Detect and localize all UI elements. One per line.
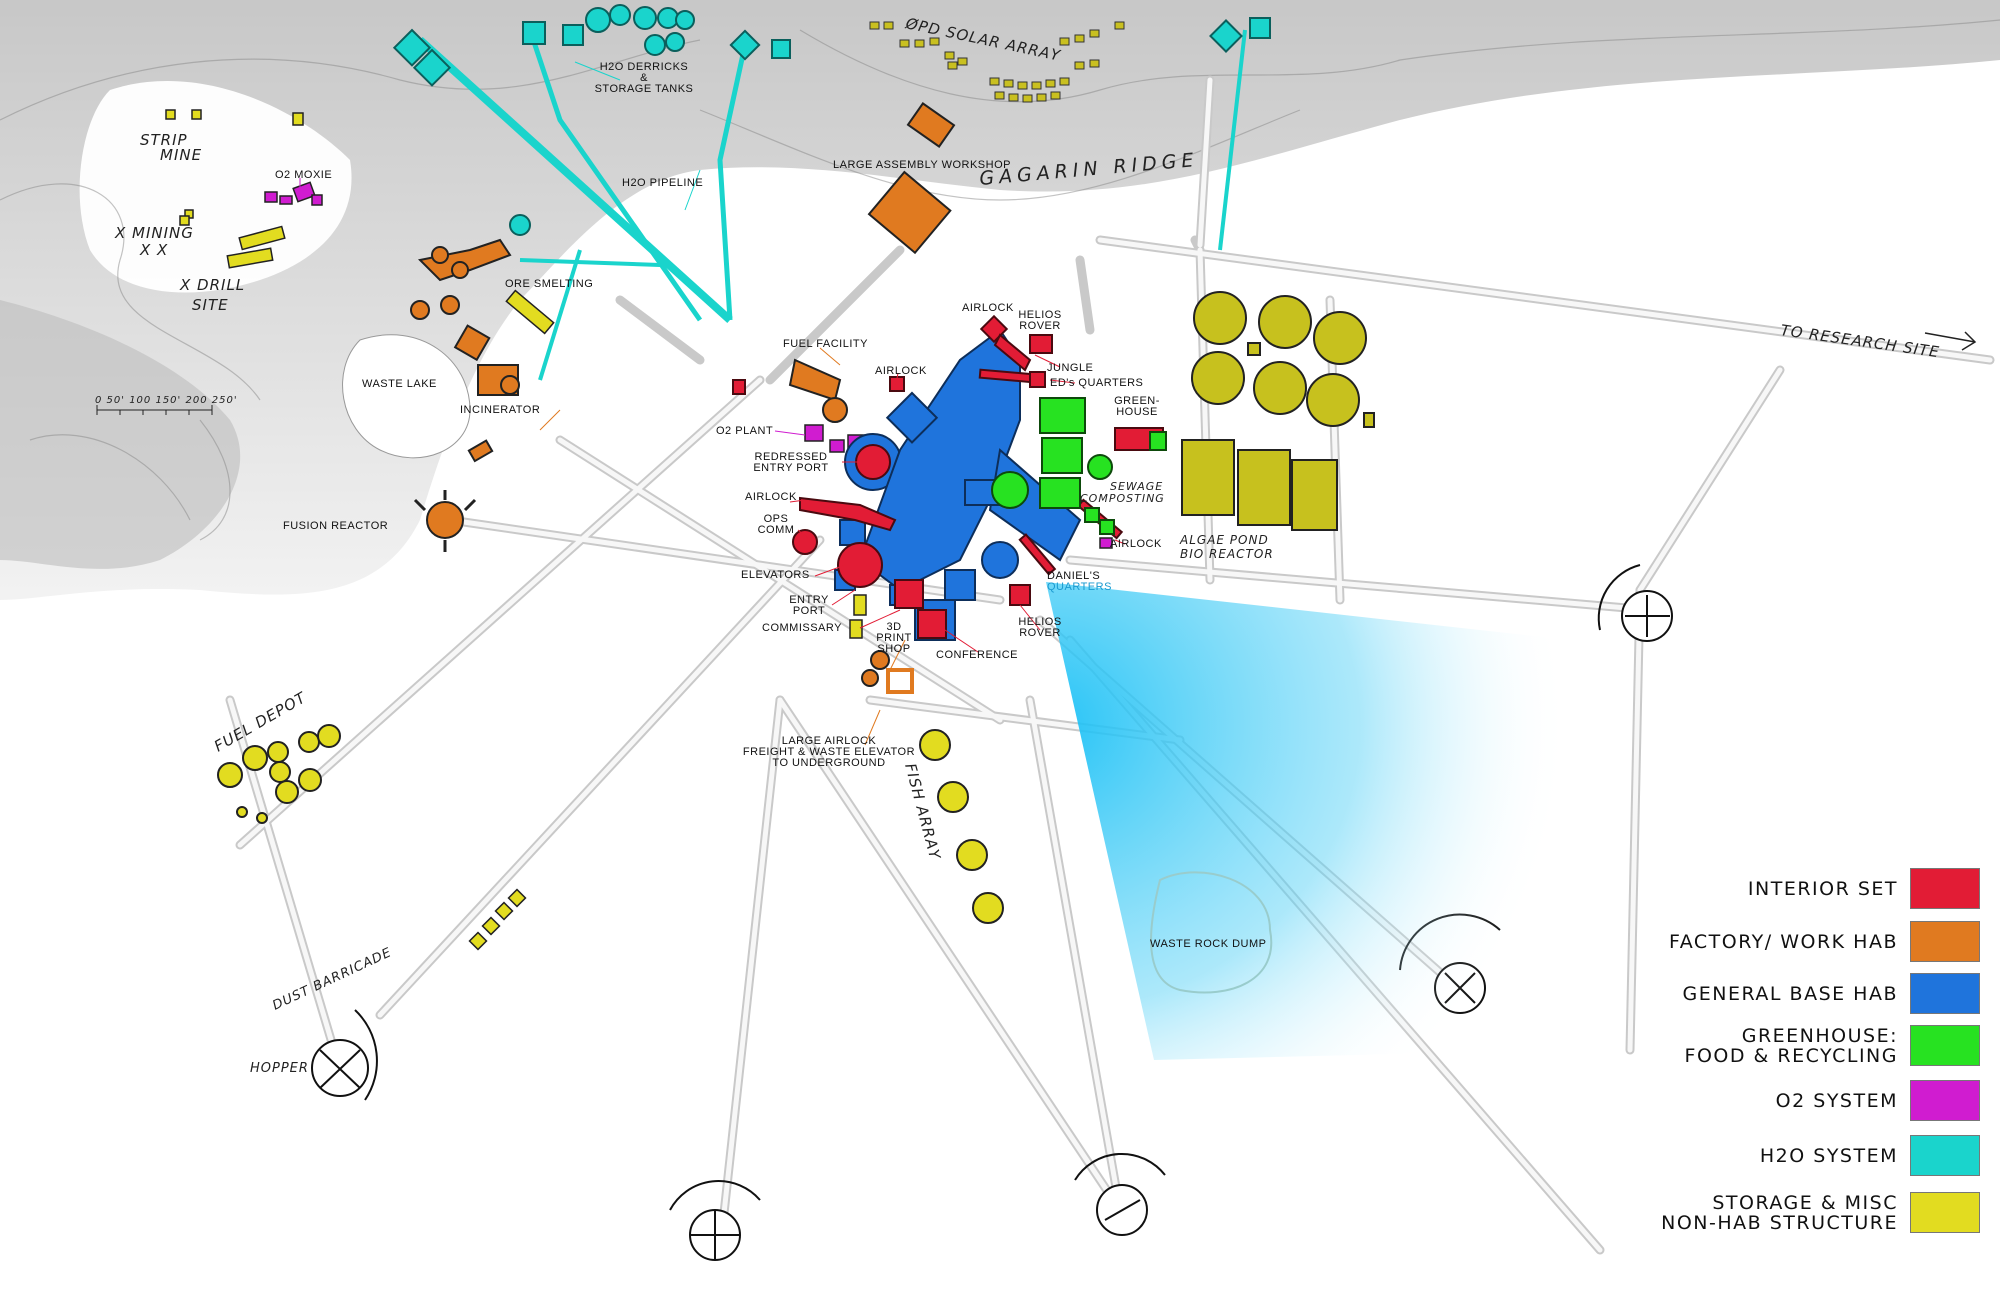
hopper-icon — [311, 1009, 378, 1101]
solar-array — [869, 21, 1125, 103]
legend-label: O2 SYSTEM — [1776, 1091, 1898, 1111]
legend-label-line: INTERIOR SET — [1747, 877, 1898, 900]
legend-label: FACTORY/ WORK HAB — [1669, 932, 1898, 952]
legend-item: FACTORY/ WORK HAB — [1669, 921, 1980, 962]
legend-item: GREENHOUSE:FOOD & RECYCLING — [1685, 1025, 1980, 1066]
legend-label-line: STORAGE & MISC — [1712, 1191, 1898, 1214]
label-h2o-derricks: H2O DERRICKS&STORAGE TANKS — [595, 61, 694, 95]
landing-pad-icon — [669, 1180, 761, 1261]
label-conference: CONFERENCE — [936, 649, 1018, 661]
legend-label: GENERAL BASE HAB — [1683, 984, 1898, 1004]
legend-swatch — [1910, 1135, 1980, 1176]
label-o2-plant: O2 PLANT — [716, 425, 773, 437]
legend-label: H2O SYSTEM — [1760, 1146, 1898, 1166]
waste-rock-dump-area — [1150, 871, 1273, 994]
landing-pad-icon — [1597, 564, 1673, 642]
svg-text:0 50' 100 150' 200 250': 0 50' 100 150' 200 250' — [95, 395, 238, 406]
label-eds-quarters: ED's QUARTERS — [1050, 377, 1143, 389]
legend-item: GENERAL BASE HAB — [1683, 973, 1980, 1014]
label-large-assembly-workshop: LARGE ASSEMBLY WORKSHOP — [833, 159, 1011, 171]
label-airlock-right: AIRLOCK — [1110, 538, 1162, 550]
label-hopper: HOPPER — [250, 1061, 309, 1076]
label-jungle: JUNGLE — [1047, 362, 1093, 374]
label-dust-barricade: DUST BARRICADE — [270, 945, 394, 1013]
label-commissary: COMMISSARY — [762, 622, 842, 634]
label-incinerator: INCINERATOR — [460, 404, 540, 416]
legend-label-line: H2O SYSTEM — [1759, 1144, 1898, 1167]
label-fuel-facility: FUEL FACILITY — [783, 338, 868, 350]
legend-swatch — [1910, 1192, 1980, 1233]
label-h2o-pipeline: H2O PIPELINE — [622, 177, 703, 189]
h2o-system — [392, 4, 1271, 381]
label-o2-moxie: O2 MOXIE — [275, 169, 332, 181]
terrain — [0, 0, 2000, 600]
label-airlock-fuel: AIRLOCK — [875, 365, 927, 377]
legend-swatch — [1910, 921, 1980, 962]
label-fish-array: FISH ARRAY — [901, 761, 944, 862]
legend-swatch — [1910, 868, 1980, 909]
legend-label-line: NON-HAB STRUCTURE — [1661, 1211, 1898, 1234]
label-fuel-depot: FUEL DEPOT — [211, 688, 310, 756]
landing-pad-icon — [1074, 1153, 1166, 1236]
label-ore-smelting: ORE SMELTING — [505, 278, 593, 290]
legend-item: O2 SYSTEM — [1776, 1080, 1980, 1121]
leader-lines — [299, 61, 1126, 746]
label-airlock-top: AIRLOCK — [962, 302, 1014, 314]
legend-label-line: O2 SYSTEM — [1775, 1089, 1898, 1112]
legend-label-line: FOOD & RECYCLING — [1684, 1044, 1898, 1067]
arrow-right-icon — [1924, 331, 1977, 351]
label-greenhouse: GREEN-HOUSE — [1114, 395, 1160, 418]
label-airlock-left: AIRLOCK — [745, 491, 797, 503]
label-waste-lake: WASTE LAKE — [362, 378, 437, 390]
camera-view-cone — [1046, 582, 1570, 1060]
label-elevators: ELEVATORS — [741, 569, 810, 581]
legend-item: H2O SYSTEM — [1760, 1135, 1980, 1176]
legend-label-line: FACTORY/ WORK HAB — [1669, 930, 1898, 953]
legend-swatch — [1910, 1025, 1980, 1066]
legend-label: GREENHOUSE:FOOD & RECYCLING — [1685, 1026, 1898, 1066]
factory-structures — [410, 102, 956, 694]
greenhouse — [991, 397, 1167, 535]
legend-item: INTERIOR SET — [1748, 868, 1980, 909]
label-fusion-reactor: FUSION REACTOR — [283, 520, 388, 532]
legend-label: INTERIOR SET — [1748, 879, 1898, 899]
legend-label-line: GREENHOUSE: — [1741, 1024, 1898, 1047]
scale-bar: 0 50' 100 150' 200 250' — [95, 395, 238, 415]
storage-structures — [165, 109, 1375, 951]
legend-swatch — [1910, 1080, 1980, 1121]
legend-label-line: GENERAL BASE HAB — [1682, 982, 1898, 1005]
label-waste-rock-dump: WASTE ROCK DUMP — [1150, 938, 1267, 950]
legend-swatch — [1910, 973, 1980, 1014]
svg-text:TO RESEARCH SITE: TO RESEARCH SITE — [1779, 321, 1940, 361]
